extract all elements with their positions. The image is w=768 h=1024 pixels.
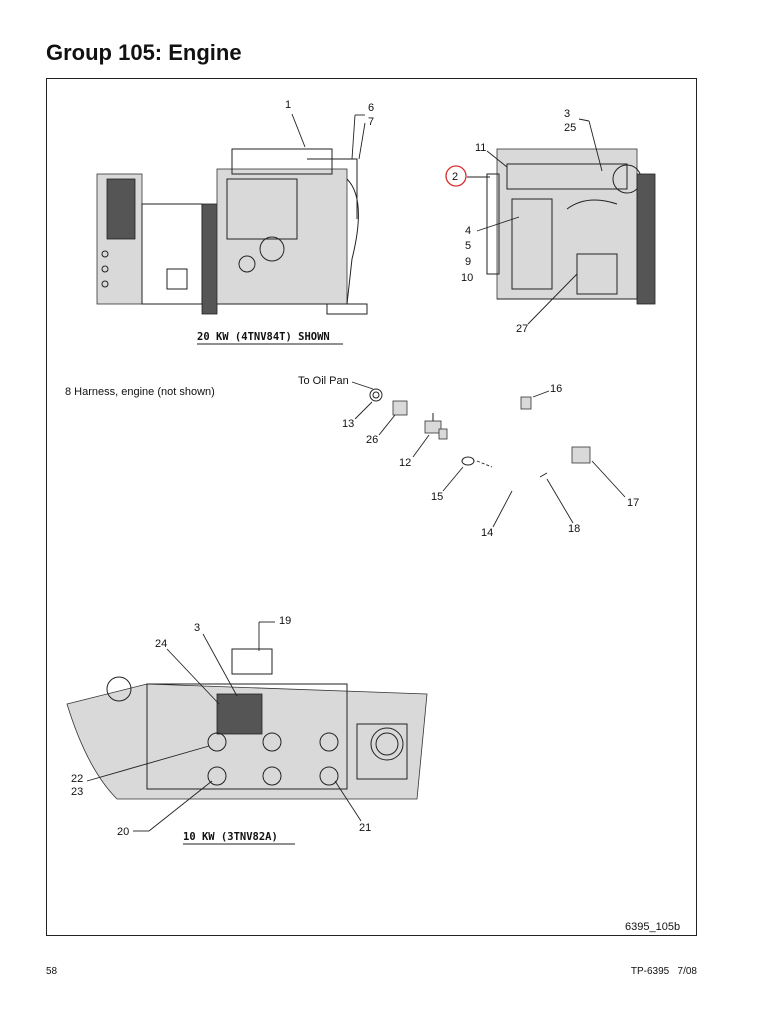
callout-26: 26 — [366, 434, 378, 446]
highlight-circle — [445, 165, 467, 187]
to-oil-pan-label: To Oil Pan — [298, 375, 349, 387]
callout-27: 27 — [516, 323, 528, 335]
clip-part — [571, 446, 591, 464]
engine-parts-figure: 1 6 7 3 25 11 2 4 5 9 10 27 — [46, 78, 697, 936]
callout-15: 15 — [431, 491, 443, 503]
callout-9: 9 — [465, 256, 471, 268]
callout-3-top: 3 — [564, 108, 570, 120]
callout-25: 25 — [564, 122, 576, 134]
callout-20: 20 — [117, 826, 129, 838]
engine-20kw-drawing — [96, 148, 368, 315]
callout-11: 11 — [475, 142, 486, 154]
engine-10kw-drawing — [66, 648, 428, 800]
dipstick-cap — [520, 396, 532, 410]
callout-22: 22 — [71, 773, 83, 785]
doc-reference: TP-6395 7/08 — [630, 966, 697, 977]
figure-id: 6395_105b — [625, 921, 680, 933]
callout-23: 23 — [71, 786, 83, 798]
harness-note: 8 Harness, engine (not shown) — [65, 386, 215, 398]
caption-10kw: 10 KW (3TNV82A) — [183, 831, 278, 843]
page-number: 58 — [46, 966, 58, 977]
engine-diagram: 1 6 7 3 25 11 2 4 5 9 10 27 — [65, 99, 680, 933]
callout-7: 7 — [368, 116, 374, 128]
callout-12: 12 — [399, 457, 411, 469]
clamp-part — [461, 456, 475, 466]
callout-13: 13 — [342, 418, 354, 430]
callout-17: 17 — [627, 497, 639, 509]
callout-19: 19 — [279, 615, 291, 627]
caption-20kw: 20 KW (4TNV84T) SHOWN — [197, 331, 330, 343]
callout-18: 18 — [568, 523, 580, 535]
callout-6: 6 — [368, 102, 374, 114]
page-title: Group 105: Engine — [46, 40, 242, 65]
callout-1: 1 — [285, 99, 291, 111]
engine-side-drawing — [486, 148, 656, 305]
callout-4: 4 — [465, 225, 471, 237]
callout-16: 16 — [550, 383, 562, 395]
screw-part — [539, 472, 548, 478]
callout-14: 14 — [481, 527, 493, 539]
fitting-part — [392, 400, 408, 416]
callout-3-bottom: 3 — [194, 622, 200, 634]
callout-24: 24 — [155, 638, 167, 650]
callout-21: 21 — [359, 822, 371, 834]
callout-10: 10 — [461, 272, 473, 284]
callout-5: 5 — [465, 240, 471, 252]
washer-part — [369, 388, 383, 402]
callout-2: 2 — [452, 171, 458, 183]
